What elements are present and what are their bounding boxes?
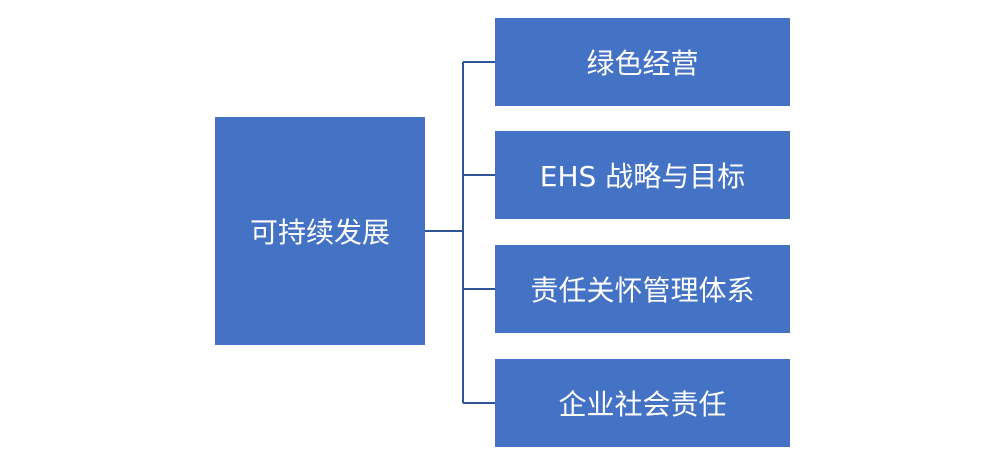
child-node-label: EHS 战略与目标 xyxy=(539,160,746,193)
root-node: 可持续发展 xyxy=(215,117,425,345)
child-node-label: 责任关怀管理体系 xyxy=(530,274,755,307)
child-node-responsible-care: 责任关怀管理体系 xyxy=(495,245,790,333)
child-node-label: 绿色经营 xyxy=(586,47,699,80)
child-node-label: 企业社会责任 xyxy=(558,388,727,421)
root-node-label: 可持续发展 xyxy=(249,216,390,249)
child-node-ehs-strategy: EHS 战略与目标 xyxy=(495,131,790,219)
child-node-green-operation: 绿色经营 xyxy=(495,18,790,106)
child-node-csr: 企业社会责任 xyxy=(495,359,790,447)
